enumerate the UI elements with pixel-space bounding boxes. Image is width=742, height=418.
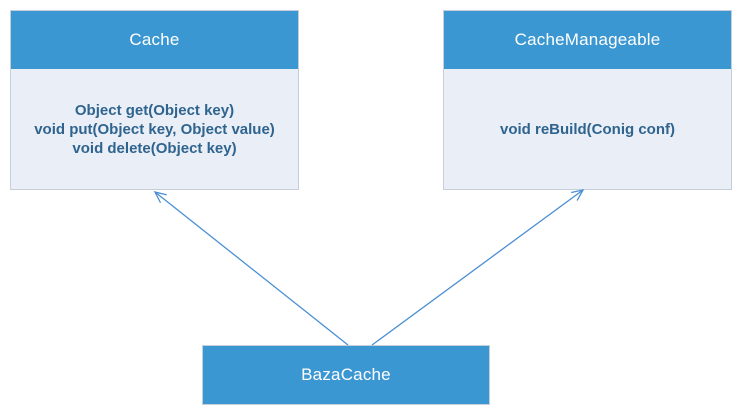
class-title-bazacache: BazaCache [301, 365, 391, 384]
method-delete: void delete(Object key) [72, 139, 237, 157]
class-title-cachemanageable: CacheManageable [444, 11, 731, 69]
method-put: void put(Object key, Object value) [34, 120, 275, 138]
arrow-bazacache-to-cache [153, 191, 349, 346]
class-box-cache: Cache Object get(Object key) void put(Ob… [10, 10, 299, 190]
class-box-cachemanageable: CacheManageable void reBuild(Conig conf) [443, 10, 732, 190]
method-get: Object get(Object key) [74, 101, 235, 119]
class-title-cache: Cache [11, 11, 298, 69]
arrow-bazacache-to-cachemanageable [371, 189, 585, 346]
class-methods-cachemanageable: void reBuild(Conig conf) [444, 69, 731, 189]
class-methods-cache: Object get(Object key) void put(Object k… [11, 69, 298, 189]
class-box-bazacache: BazaCache [202, 345, 490, 405]
method-rebuild: void reBuild(Conig conf) [500, 120, 675, 138]
